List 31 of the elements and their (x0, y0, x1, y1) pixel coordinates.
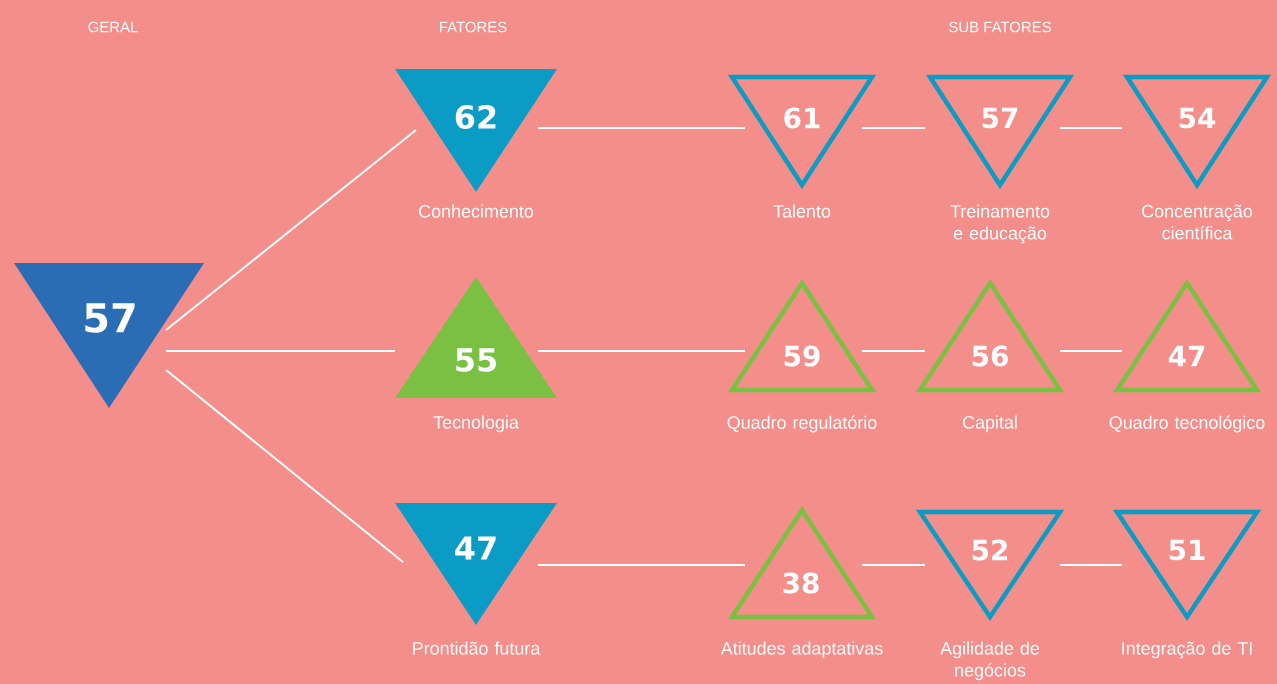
connector-line (1059, 564, 1123, 566)
triangle-label: Quadro regulatório (727, 415, 877, 433)
triangle-label: Talento (773, 204, 831, 218)
connector-line (861, 127, 926, 129)
connector-line (165, 129, 417, 331)
column-heading: SUB FATORES (949, 21, 1051, 33)
connector-line (165, 369, 404, 563)
connector-line (537, 127, 746, 129)
column-heading: GERAL (88, 21, 138, 33)
triangle-label: Atitudes adaptativas (720, 641, 883, 659)
triangle-label: Conhecimento (419, 204, 534, 218)
triangle-label: Concentração científica (1142, 204, 1253, 240)
triangle-label: Prontidão futura (413, 641, 541, 655)
filled-triangle: 47 (395, 503, 557, 625)
filled-triangle: 62 (395, 69, 557, 192)
triangle-label: Quadro tecnológico (1109, 415, 1265, 433)
triangle-label: Integração de TI (1122, 641, 1252, 659)
triangle-label: Tecnologia (433, 415, 519, 433)
connector-line (165, 350, 396, 352)
filled-triangle: 55 (395, 277, 557, 398)
connector-line (1059, 350, 1123, 352)
connector-line (537, 564, 746, 566)
connector-line (861, 350, 926, 352)
column-heading: FATORES (440, 21, 507, 33)
filled-triangle: 57 (14, 263, 204, 408)
connector-line (537, 350, 746, 352)
triangle-label: Agilidade de negócios (940, 641, 1039, 681)
triangle-label: Treinamento e educação (950, 204, 1050, 244)
connector-line (861, 564, 926, 566)
connector-line (1059, 127, 1123, 129)
triangle-label: Capital (963, 415, 1017, 433)
